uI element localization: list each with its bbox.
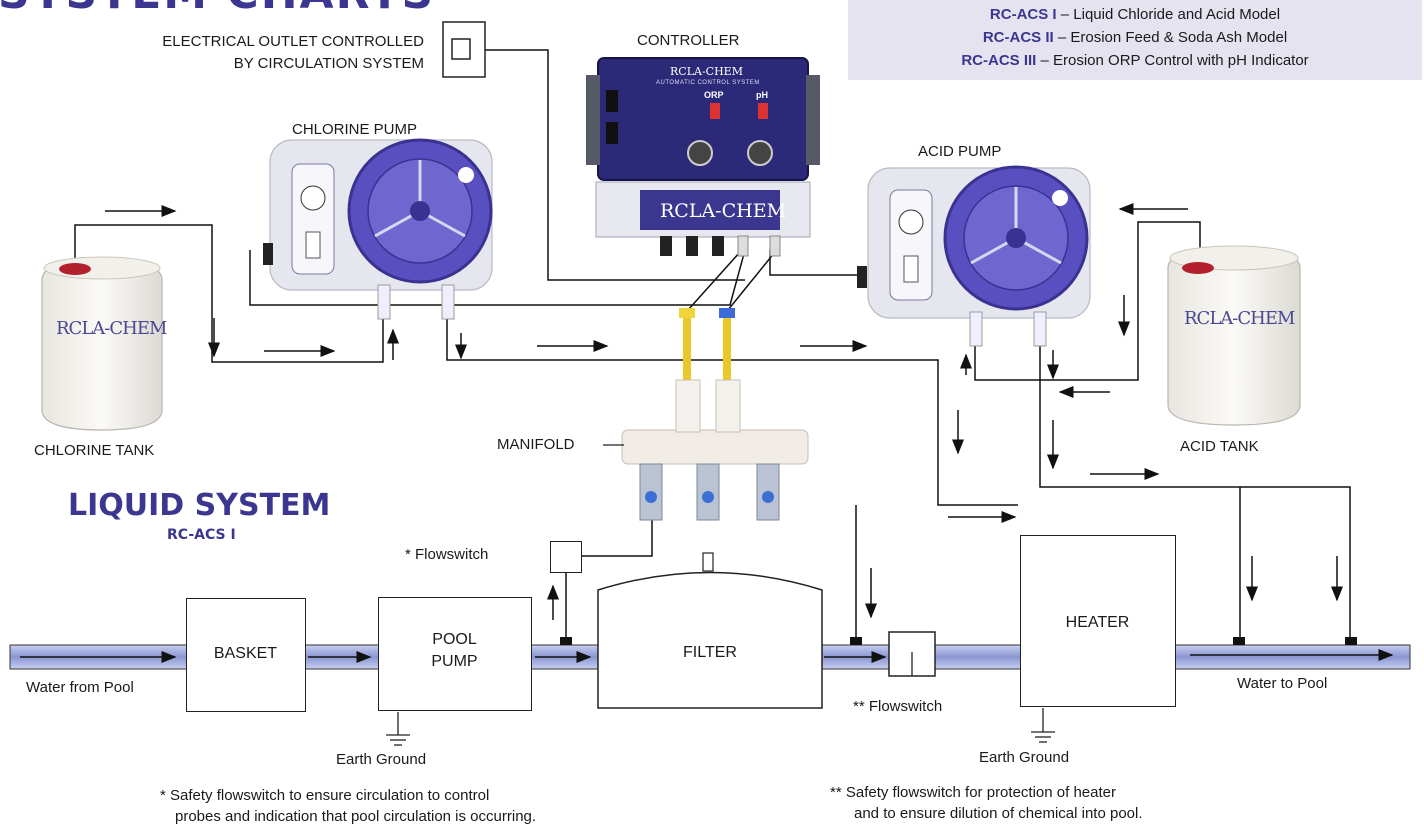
legend-code: RC-ACS III xyxy=(961,52,1037,69)
chlorine-tank-label: CHLORINE TANK xyxy=(34,442,155,459)
acid-tank-body xyxy=(1167,245,1301,426)
pool-pump-label-1: POOL xyxy=(432,631,477,648)
ph-label: pH xyxy=(756,90,768,100)
chlorine-tank-logo: RCLA-CHEM xyxy=(56,318,167,339)
footnote-2-line2: and to ensure dilution of chemical into … xyxy=(854,805,1143,822)
basket-box: BASKET xyxy=(186,598,306,712)
chlorine-tank-body xyxy=(41,256,163,431)
pool-pump-label-2: PUMP xyxy=(431,653,478,670)
legend-code: RC-ACS I xyxy=(989,6,1057,23)
probes xyxy=(679,308,735,380)
footnote-2-line1: ** Safety flowswitch for protection of h… xyxy=(830,784,1116,801)
chlorine-pump-label: CHLORINE PUMP xyxy=(292,121,418,138)
controller-panel-subtitle: AUTOMATIC CONTROL SYSTEM xyxy=(656,80,760,86)
model-legend: RC-ACS I – Liquid Chloride and Acid Mode… xyxy=(848,0,1422,80)
legend-desc: – Liquid Chloride and Acid Model xyxy=(1056,6,1281,23)
flowswitch-1-lines xyxy=(547,520,653,637)
acid-tank-label: ACID TANK xyxy=(1180,438,1259,455)
heater-box: HEATER xyxy=(1020,535,1176,707)
earth-ground-label-2: Earth Ground xyxy=(979,749,1070,766)
system-title: LIQUID SYSTEM xyxy=(68,488,331,523)
footnote-1-line2: probes and indication that pool circulat… xyxy=(175,808,537,825)
orp-label: ORP xyxy=(704,90,724,100)
flowswitch-2-label: ** Flowswitch xyxy=(853,698,943,715)
manifold-body xyxy=(621,379,809,521)
legend-row-3: RC-ACS III – Erosion ORP Control with pH… xyxy=(848,52,1422,69)
electrical-outlet xyxy=(442,21,486,78)
pipe-taps xyxy=(560,637,1357,645)
outlet-label-line1: ELECTRICAL OUTLET CONTROLLED xyxy=(162,33,424,50)
outlet-label-line2: BY CIRCULATION SYSTEM xyxy=(233,55,424,72)
flowswitch-1-label: * Flowswitch xyxy=(405,546,489,563)
acid-pump-body xyxy=(857,165,1091,347)
water-to-pool-label: Water to Pool xyxy=(1237,675,1328,692)
filter-dome xyxy=(597,552,823,709)
heater-label: HEATER xyxy=(1065,614,1130,631)
chlorine-pump-body xyxy=(263,138,493,320)
chemical-feed-lines xyxy=(74,49,1351,637)
footnote-1-line1: * Safety flowswitch to ensure circulatio… xyxy=(160,787,490,804)
controller-front-logo: RCLA-CHEM xyxy=(660,200,787,222)
legend-row-2: RC-ACS II – Erosion Feed & Soda Ash Mode… xyxy=(848,29,1422,46)
filter-label: FILTER xyxy=(683,644,737,661)
controller-panel-logo: RCLA-CHEM xyxy=(670,65,743,78)
manifold-label: MANIFOLD xyxy=(497,436,575,453)
controller-label: CONTROLLER xyxy=(637,32,740,49)
controller-body xyxy=(586,57,820,257)
legend-desc: – Erosion ORP Control with pH Indicator xyxy=(1036,52,1309,69)
basket-label: BASKET xyxy=(213,645,278,662)
earth-ground-symbol-2 xyxy=(1031,708,1055,743)
legend-code: RC-ACS II xyxy=(982,29,1054,46)
acid-pump-label: ACID PUMP xyxy=(918,143,1002,160)
pool-pump-box: POOL PUMP xyxy=(378,597,532,711)
pipe-flow-arrows xyxy=(20,649,1394,663)
system-model: RC-ACS I xyxy=(167,527,236,543)
earth-ground-label-1: Earth Ground xyxy=(336,751,427,768)
legend-row-1: RC-ACS I – Liquid Chloride and Acid Mode… xyxy=(848,6,1422,23)
water-from-pool-label: Water from Pool xyxy=(26,679,134,696)
feed-direction-arrows xyxy=(105,203,1343,619)
earth-ground-symbol-1 xyxy=(386,712,410,746)
flowswitch-1 xyxy=(550,541,582,573)
flowswitch-2-body xyxy=(888,631,936,677)
acid-tank-logo: RCLA-CHEM xyxy=(1184,308,1295,329)
legend-desc: – Erosion Feed & Soda Ash Model xyxy=(1053,29,1288,46)
page-header-partial: SYSTEM CHARTS xyxy=(0,0,435,19)
